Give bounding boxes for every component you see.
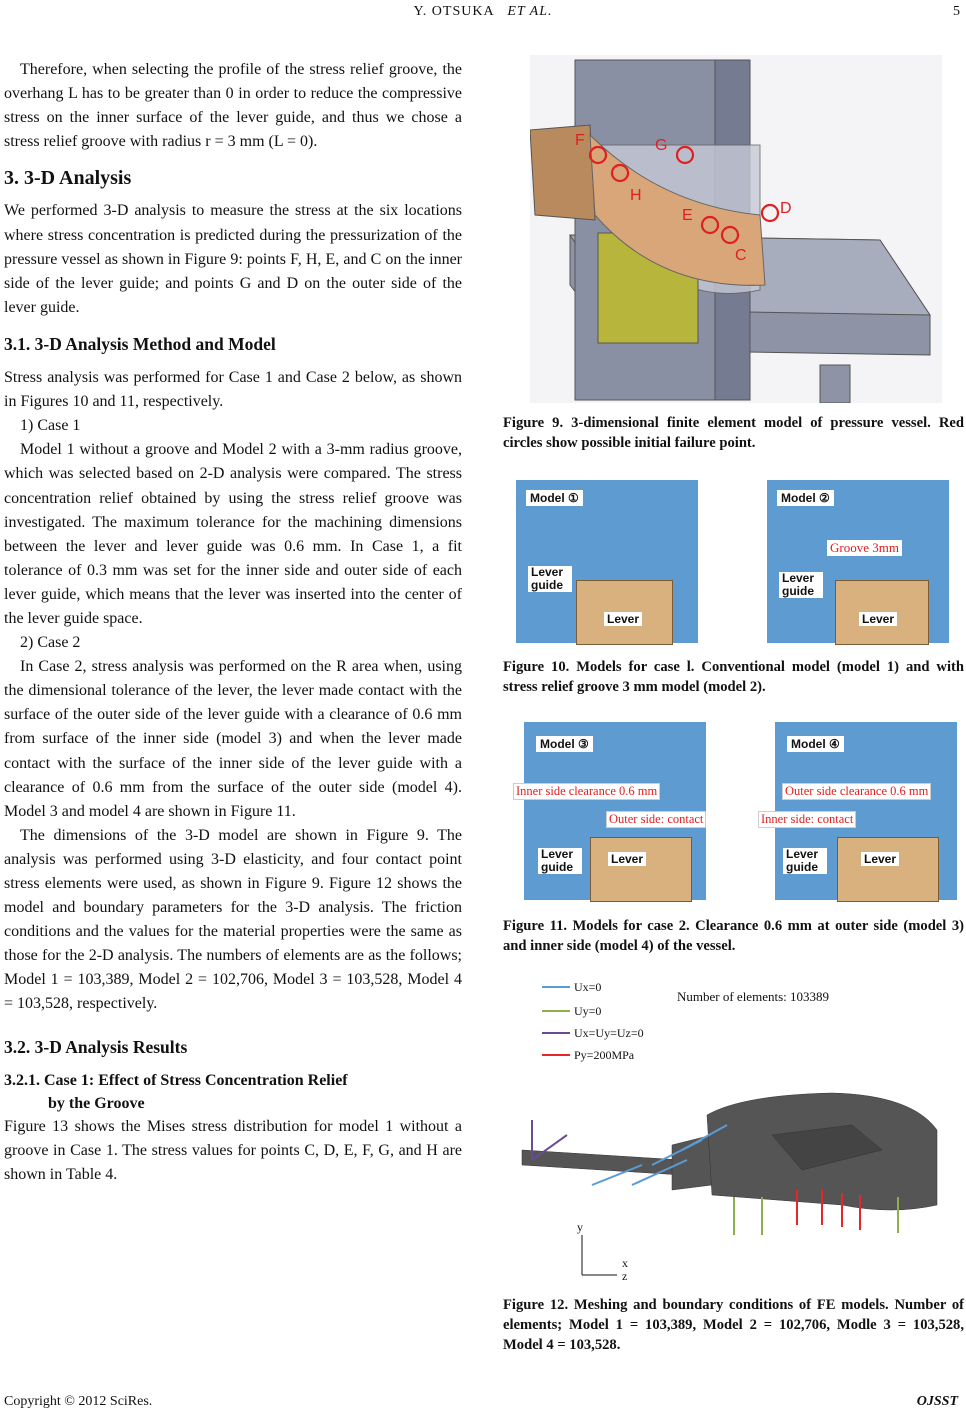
case-label: 2) Case 2 xyxy=(20,634,81,652)
page-footer: Copyright © 2012 SciRes. OJSST xyxy=(4,1394,962,1414)
point-label-e: E xyxy=(682,207,693,224)
figure-12-mesh: Ux=0 Uy=0 Ux=Uy=Uz=0 Py=200MPa Number of… xyxy=(521,980,938,1283)
axis-x: x xyxy=(622,1256,628,1270)
point-label-f: F xyxy=(575,132,585,149)
figure-9-model: F G H E D C xyxy=(530,55,942,403)
point-label-h: H xyxy=(630,187,642,204)
figure-11-model-4: Model ④ Lever guide Lever xyxy=(775,722,957,902)
paragraph: We performed 3-D analysis to measure the… xyxy=(4,202,462,316)
figure-10-model-2: Model ② Groove 3mm Lever guide Lever xyxy=(767,480,949,645)
model-4-label: Model ④ xyxy=(787,736,844,752)
figure-11-caption: Figure 11. Models for case 2. Clearance … xyxy=(503,918,964,954)
lever-guide-label: Lever guide xyxy=(538,848,582,874)
lever-label: Lever xyxy=(604,612,643,626)
subsection-heading: 3.2. 3-D Analysis Results xyxy=(4,1036,188,1057)
running-title: Y. OTSUKA ET AL. xyxy=(413,4,553,19)
case-label: 1) Case 1 xyxy=(20,417,81,435)
subsubsection-heading: 3.2.1. Case 1: Effect of Stress Concentr… xyxy=(4,1071,348,1089)
axis-z: z xyxy=(622,1269,627,1283)
point-label-d: D xyxy=(780,200,792,217)
groove-label: Groove 3mm xyxy=(827,540,902,556)
section-heading: 3. 3-D Analysis xyxy=(4,167,132,190)
point-label-c: C xyxy=(735,247,747,264)
legend-py: Py=200MPa xyxy=(574,1048,635,1062)
inner-contact-label: Inner side: contact xyxy=(758,811,857,828)
subsubsection-heading-cont: by the Groove xyxy=(48,1094,145,1112)
lever-guide-label: Lever guide xyxy=(779,572,823,598)
paragraph: In Case 2, stress analysis was performed… xyxy=(4,658,462,820)
lever-label: Lever xyxy=(859,612,898,626)
figure-10-model-1: Model ① Lever guide Lever xyxy=(516,480,698,645)
lever-guide-label: Lever guide xyxy=(528,566,572,592)
model-1-label: Model ① xyxy=(526,490,583,506)
journal-name: OJSST xyxy=(916,1394,958,1409)
element-count: Number of elements: 103389 xyxy=(677,989,829,1004)
point-label-g: G xyxy=(655,137,667,154)
axis-y: y xyxy=(577,1220,583,1234)
paragraph: Therefore, when selecting the profile of… xyxy=(4,61,462,151)
legend-uxyz: Ux=Uy=Uz=0 xyxy=(574,1026,644,1040)
outer-contact-label: Outer side: contact xyxy=(606,811,707,828)
lever-label: Lever xyxy=(608,852,647,866)
page-number: 5 xyxy=(953,4,960,19)
lever-label: Lever xyxy=(861,852,900,866)
subsection-heading: 3.1. 3-D Analysis Method and Model xyxy=(4,333,276,354)
model-3-label: Model ③ xyxy=(536,736,593,752)
paragraph: Model 1 without a groove and Model 2 wit… xyxy=(4,441,462,627)
figure-9-caption: Figure 9. 3-dimensional finite element m… xyxy=(503,415,964,451)
model-2-label: Model ② xyxy=(777,490,834,506)
figure-10-caption: Figure 10. Models for case l. Convention… xyxy=(503,659,964,695)
lever-shape xyxy=(837,837,939,902)
figure-12-caption: Figure 12. Meshing and boundary conditio… xyxy=(503,1297,964,1353)
inner-clearance-label: Inner side clearance 0.6 mm xyxy=(513,783,661,800)
copyright: Copyright © 2012 SciRes. xyxy=(4,1394,153,1409)
lever-shape xyxy=(590,837,692,902)
paragraph: The dimensions of the 3-D model are show… xyxy=(4,826,462,1013)
lever-guide-label: Lever guide xyxy=(783,848,827,874)
paragraph: Stress analysis was performed for Case 1… xyxy=(4,369,462,411)
paragraph: Figure 13 shows the Mises stress distrib… xyxy=(4,1117,462,1183)
outer-clearance-label: Outer side clearance 0.6 mm xyxy=(782,783,932,800)
left-column: Therefore, when selecting the profile of… xyxy=(4,58,462,1187)
legend-uy: Uy=0 xyxy=(574,1004,601,1018)
legend-ux: Ux=0 xyxy=(574,980,601,994)
